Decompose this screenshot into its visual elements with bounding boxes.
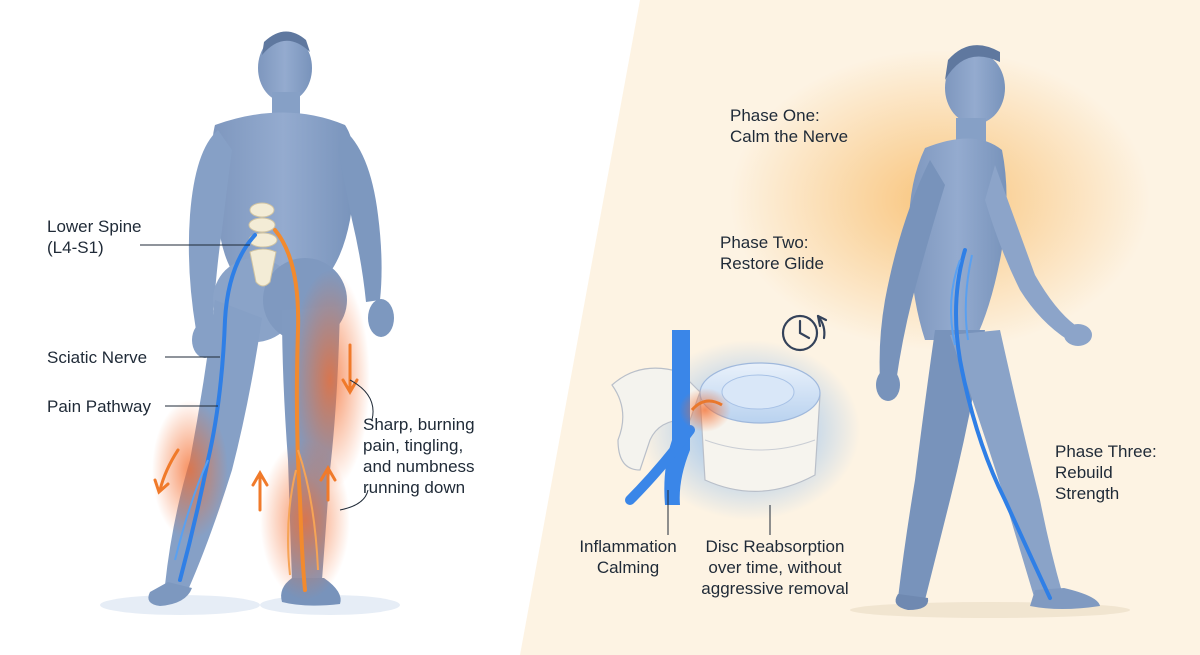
lower-spine-label-line2: (L4-S1): [47, 238, 104, 257]
phase-one-label: Phase One: Calm the Nerve: [730, 105, 848, 147]
phase-two-line2: Restore Glide: [720, 254, 824, 273]
lower-spine-label-line1: Lower Spine: [47, 217, 142, 236]
left-figure: [100, 31, 400, 615]
symptoms-line4: running down: [363, 478, 466, 497]
inflammation-line2: Calming: [596, 558, 660, 577]
right-figure: [730, 45, 1150, 618]
disc-line2: over time, without: [708, 558, 842, 577]
lower-spine-label: Lower Spine (L4-S1): [47, 216, 142, 258]
disc-reabsorption-label: Disc Reabsorption over time, without agg…: [690, 536, 860, 599]
sciatic-nerve-label: Sciatic Nerve: [47, 348, 148, 367]
inflammation-line1: Inflammation: [579, 537, 677, 556]
pain-pathway-label: Pain Pathway: [47, 397, 151, 416]
sciatic-nerve-path: [178, 233, 257, 582]
phase-three-line3: Strength: [1055, 484, 1120, 503]
symptoms-line2: pain, tingling,: [363, 436, 464, 455]
phase-three-line2: Rebuild: [1055, 463, 1113, 482]
phase-one-line2: Calm the Nerve: [730, 127, 849, 146]
disc-line1: Disc Reabsorption: [705, 537, 845, 556]
symptoms-label: Sharp, burning pain, tingling, and numbn…: [363, 414, 475, 498]
phase-one-line1: Phase One:: [730, 106, 820, 125]
disc-illustration: [611, 330, 860, 535]
healthy-nerve-path: [954, 248, 1052, 600]
phase-two-line1: Phase Two:: [720, 233, 809, 252]
phase-three-line1: Phase Three:: [1055, 442, 1157, 461]
disc-line3: aggressive removal: [701, 579, 849, 598]
symptoms-line3: and numbness: [363, 457, 475, 476]
phase-three-label: Phase Three: Rebuild Strength: [1055, 441, 1157, 504]
symptoms-line1: Sharp, burning: [363, 415, 475, 434]
phase-two-label: Phase Two: Restore Glide: [720, 232, 824, 274]
pain-arrows: [153, 343, 359, 512]
inflammation-label: Inflammation Calming: [558, 536, 698, 578]
leader-lines: [140, 244, 374, 511]
pain-pathway-path: [273, 228, 307, 592]
